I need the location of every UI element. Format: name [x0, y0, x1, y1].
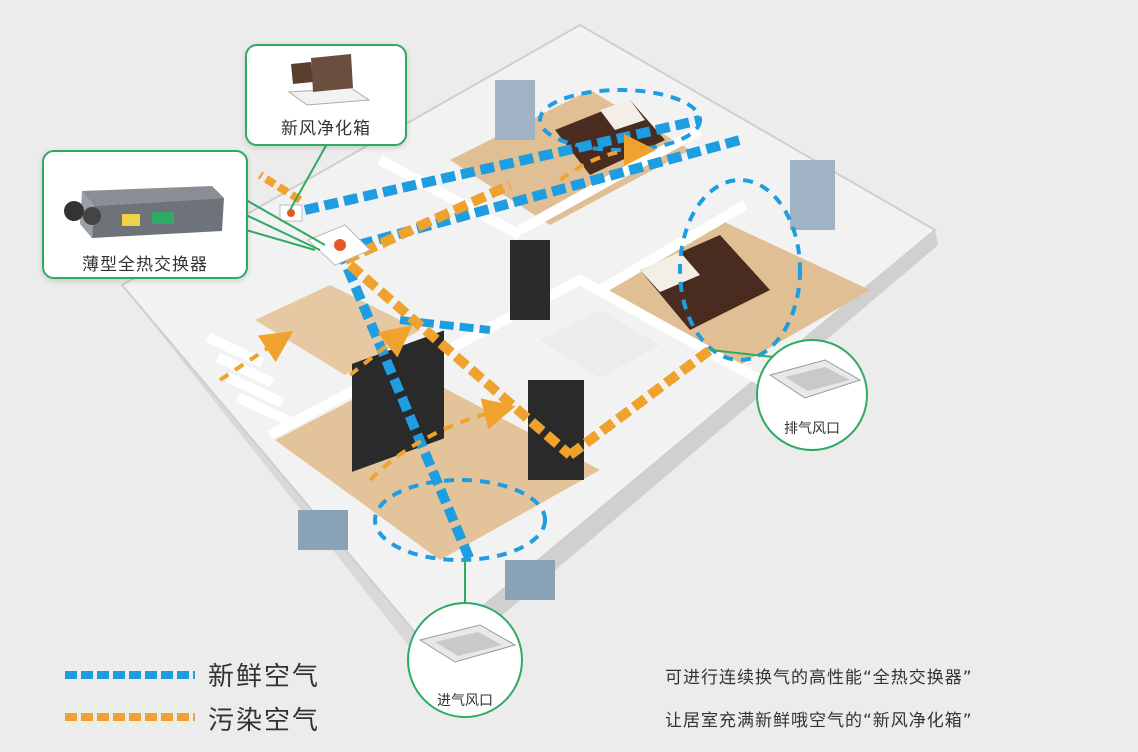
- heat-exchanger-label: 薄型全热交换器: [82, 255, 208, 275]
- heat-exchanger-image: [64, 186, 224, 238]
- intake-vent-label: 进气风口: [437, 693, 493, 709]
- intake-vent-callout: [407, 602, 523, 718]
- window-front-1: [505, 560, 555, 600]
- wall-5: [377, 155, 523, 240]
- purifier-box-image: [287, 54, 371, 106]
- window-right: [790, 160, 835, 230]
- purifier-box-callout: 新风净化箱: [245, 44, 407, 146]
- caption-line-2: 让居室充满新鲜哦空气的“新风净化箱”: [665, 711, 973, 731]
- caption-line-1: 可进行连续换气的高性能“全热交换器”: [665, 668, 973, 688]
- wall-1: [407, 274, 763, 385]
- window-front-2: [298, 510, 348, 550]
- legend-polluted-air-label: 污染空气: [208, 706, 321, 736]
- polluted-air-ducts: [257, 171, 713, 459]
- heat-exchanger-callout: 薄型全热交换器: [42, 150, 248, 279]
- purifier-box-label: 新风净化箱: [281, 119, 371, 139]
- intake-vent-image: [418, 624, 517, 663]
- airflow-arrows: [218, 88, 802, 562]
- wall-3: [517, 125, 703, 235]
- unit-location: [279, 204, 371, 266]
- stairs: [205, 332, 295, 428]
- window-top: [495, 80, 535, 140]
- wall-4: [597, 200, 748, 295]
- door-back: [510, 240, 550, 320]
- bed-right-room: [640, 235, 770, 330]
- exhaust-vent-image: [768, 359, 862, 399]
- floor-small-room: [540, 310, 660, 378]
- exhaust-vent-label: 排气风口: [784, 421, 840, 437]
- legend-fresh-air-label: 新鲜空气: [208, 662, 321, 692]
